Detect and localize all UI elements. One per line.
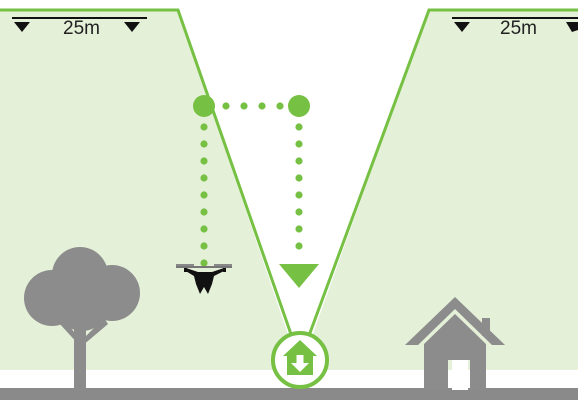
ground	[0, 388, 578, 400]
right-height-label: 25m	[500, 18, 537, 40]
waypoint-above-home	[288, 95, 310, 117]
return-home-icon	[273, 333, 327, 387]
waypoint-climb-top	[193, 95, 215, 117]
left-height-label: 25m	[63, 18, 100, 40]
